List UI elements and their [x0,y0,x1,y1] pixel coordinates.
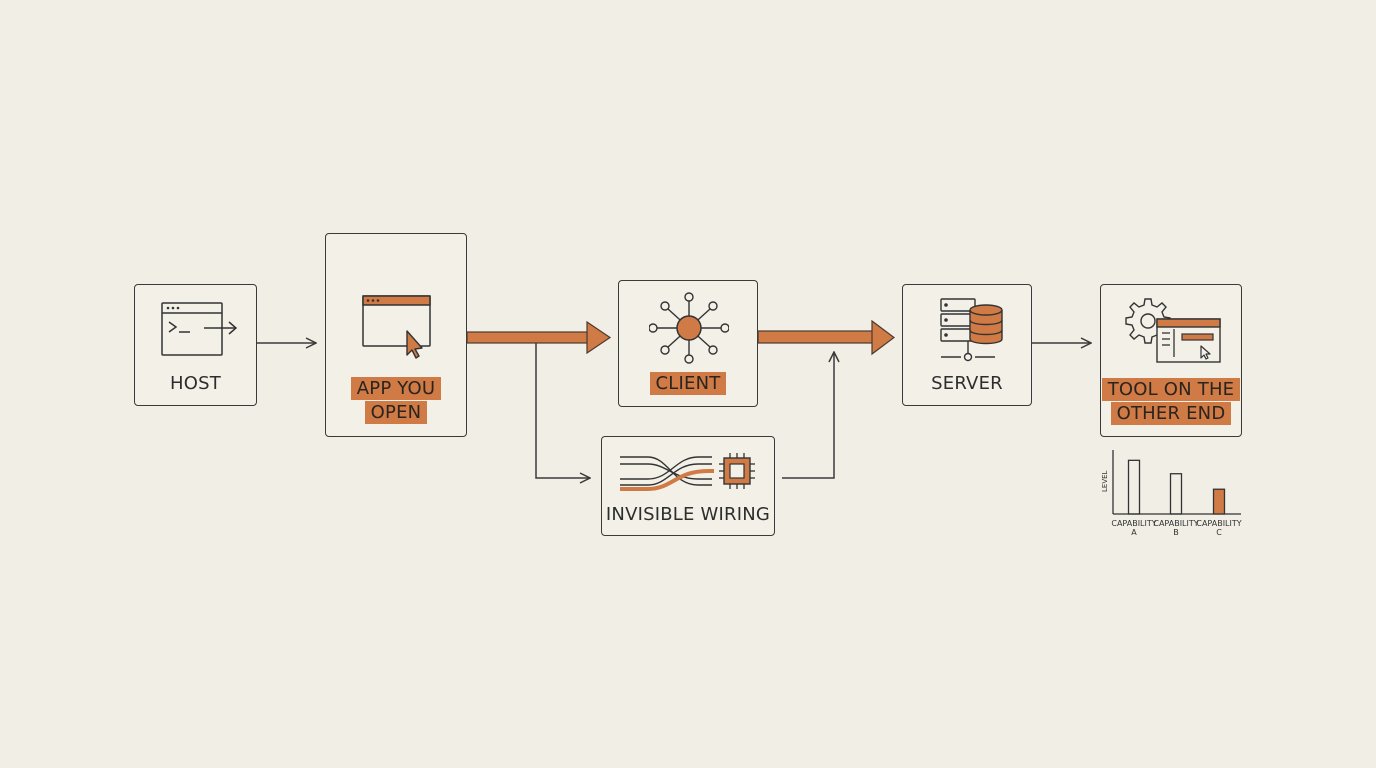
node-wiring: INVISIBLE WIRING [601,436,775,536]
wiring-label: INVISIBLE WIRING [605,504,771,525]
node-client: CLIENT [618,280,758,407]
thick-arrow-client-to-server [757,319,895,356]
chart-ylabel: LEVEL [1101,470,1109,492]
browser-window-cursor-icon [362,295,431,359]
chart-bar-2 [1169,473,1183,515]
client-label: CLIENT [619,372,757,396]
server-database-icon [940,298,1003,362]
wires-chip-icon [620,453,755,491]
host-label: HOST [170,373,221,394]
node-server: SERVER [902,284,1032,406]
chart-bar-1 [1127,459,1141,515]
terminal-window-icon [161,302,238,356]
node-host: HOST [134,284,257,406]
arrow-wiring-to-server [782,352,834,479]
chart-plot [1112,450,1241,515]
chart-bar-3 [1212,488,1226,515]
gear-window-icon [1125,298,1221,363]
network-hub-icon [649,292,729,364]
thick-arrow-app-to-client [466,320,612,355]
arrow-app-to-wiring [535,343,590,478]
server-label: SERVER [931,373,1003,394]
